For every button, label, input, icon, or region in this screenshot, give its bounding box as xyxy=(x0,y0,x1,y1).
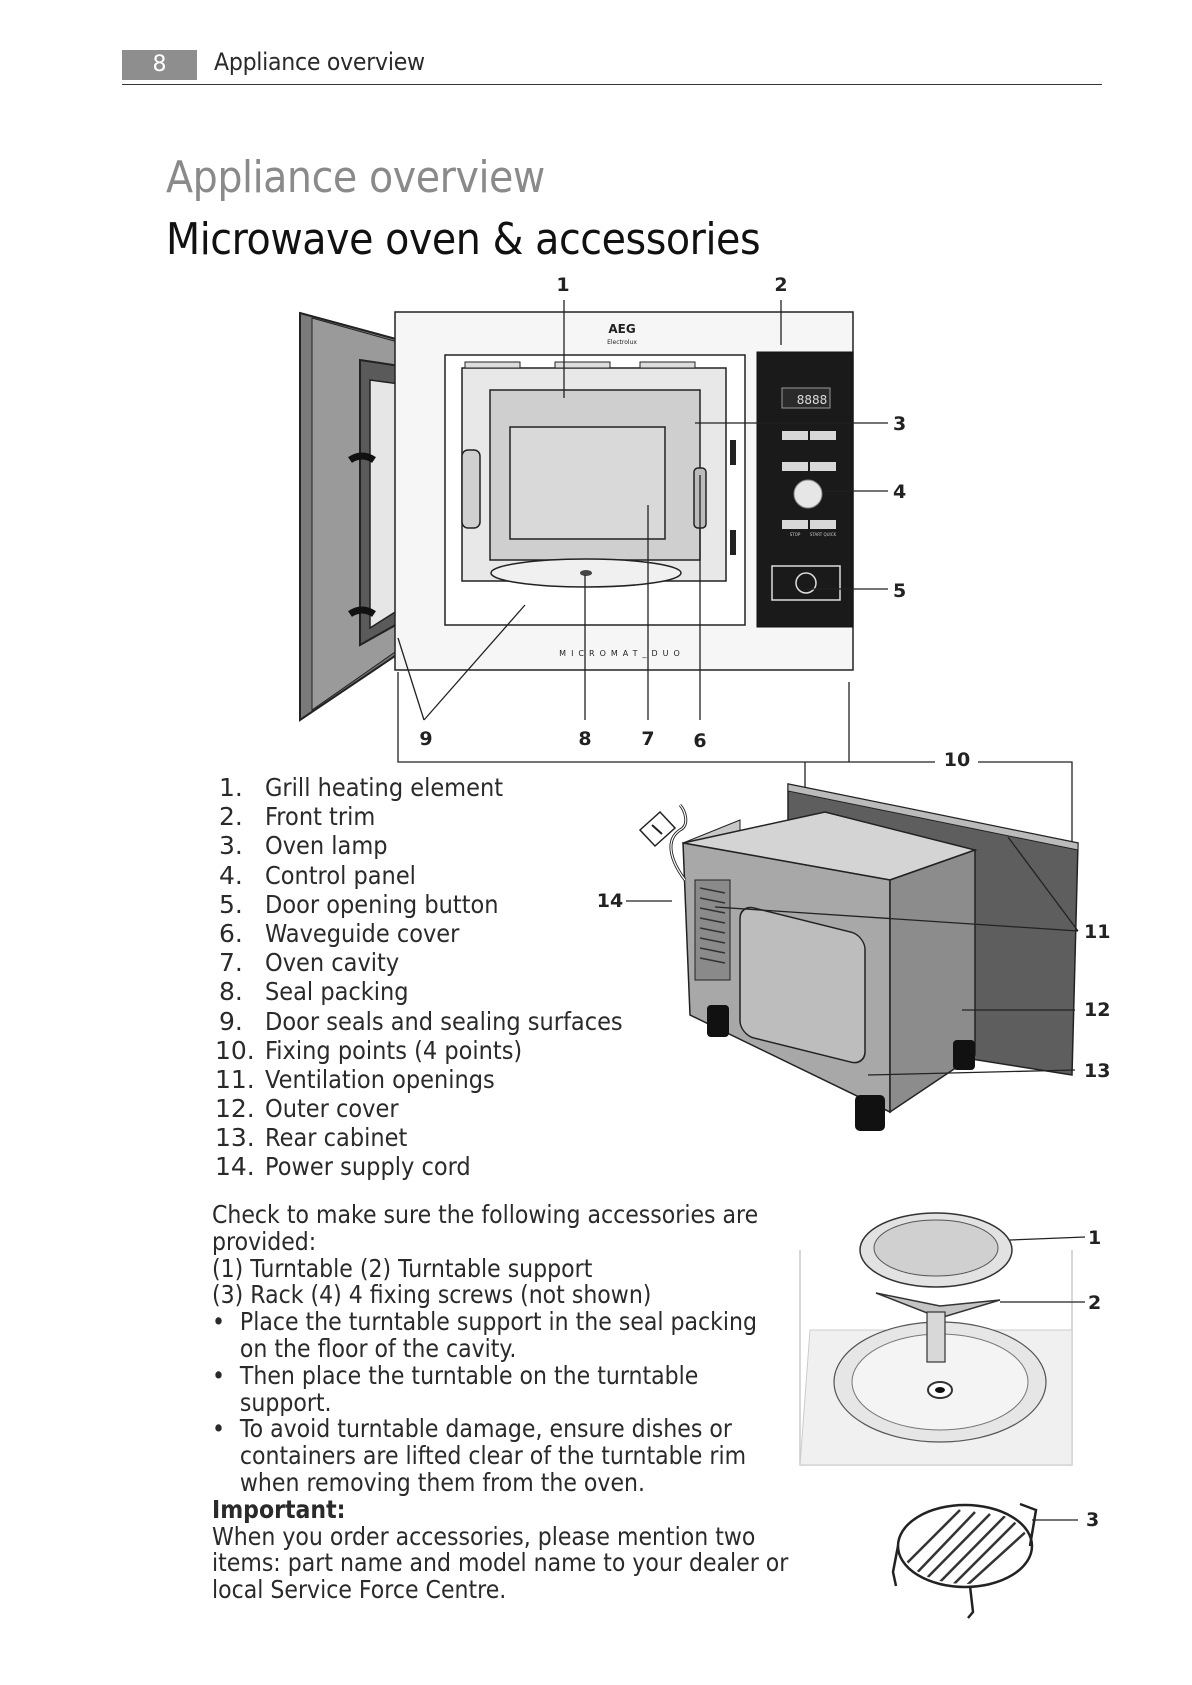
callout-4: 4 xyxy=(893,481,906,503)
bullet-item: Then place the turntable on the turntabl… xyxy=(212,1362,734,1390)
accessories-intro: Check to make sure the following accesso… xyxy=(212,1200,759,1229)
page-title: Microwave oven & accessories xyxy=(166,214,761,265)
list-item: 7.Oven cavity xyxy=(219,948,400,978)
bullet-item-cont: containers are lifted clear of the turnt… xyxy=(239,1441,747,1471)
callout-10: 10 xyxy=(944,749,970,771)
list-item: 2.Front trim xyxy=(219,802,376,832)
accessory-callout-1: 1 xyxy=(1088,1227,1101,1249)
rear-leader-lines xyxy=(626,836,1079,1076)
callout-12: 12 xyxy=(1084,999,1110,1021)
callout-13: 13 xyxy=(1084,1060,1110,1082)
callout-9: 9 xyxy=(419,728,432,750)
callout-2: 2 xyxy=(774,274,787,296)
accessory-callout-2: 2 xyxy=(1088,1292,1101,1314)
callout-5: 5 xyxy=(893,580,906,602)
list-item: 3.Oven lamp xyxy=(219,831,388,861)
bullet-item-cont: when removing them from the oven. xyxy=(239,1467,646,1497)
page-number-box xyxy=(122,50,197,80)
important-text-3: local Service Force Centre. xyxy=(212,1575,507,1605)
list-item: 8.Seal packing xyxy=(219,977,409,1007)
bullet-item: Place the turntable support in the seal … xyxy=(212,1308,757,1336)
list-item: 5.Door opening button xyxy=(219,889,499,919)
callout-7: 7 xyxy=(641,728,654,750)
oven-rear-view xyxy=(638,783,1079,1131)
brand-sub: Electrolux xyxy=(607,339,637,346)
list-item: 1.Grill heating element xyxy=(219,773,504,802)
accessories-items-2: (3) Rack (4) 4 fixing screws (not shown) xyxy=(212,1280,652,1310)
list-item: 6.Waveguide cover xyxy=(219,918,460,948)
callout-14: 14 xyxy=(597,890,623,912)
list-item: 14.Power supply cord xyxy=(215,1152,471,1182)
list-item: 9.Door seals and sealing surfaces xyxy=(219,1006,623,1036)
list-item: 11.Ventilation openings xyxy=(215,1064,495,1094)
section-title: Appliance overview xyxy=(166,152,545,203)
bullet-item-cont: on the floor of the cavity. xyxy=(239,1333,517,1363)
bullet-item: To avoid turntable damage, ensure dishes… xyxy=(212,1416,734,1443)
display-readout: 8888 xyxy=(797,393,828,407)
list-item: 10.Fixing points (4 points) xyxy=(215,1035,523,1065)
accessories-items: (1) Turntable (2) Turntable support xyxy=(212,1253,593,1283)
running-header-title: Appliance overview xyxy=(214,48,425,76)
parts-list: 1.Grill heating element 2.Front trim 3.O… xyxy=(205,773,662,1182)
callout-11: 11 xyxy=(1084,921,1110,943)
accessory-callout-3: 3 xyxy=(1086,1509,1099,1531)
callout-1: 1 xyxy=(556,274,569,296)
callout-8: 8 xyxy=(578,728,591,750)
accessories-intro-2: provided: xyxy=(212,1226,317,1256)
page-number: 8 xyxy=(152,52,167,77)
stop-button-label: STOP xyxy=(790,532,801,537)
callout-6: 6 xyxy=(693,730,706,752)
list-item: 12.Outer cover xyxy=(215,1094,399,1124)
accessories-text: Check to make sure the following accesso… xyxy=(212,1200,792,1605)
callout-3: 3 xyxy=(893,413,906,435)
header-rule xyxy=(122,84,1102,85)
control-panel: 8888 STOP START QUICK xyxy=(756,351,854,628)
important-text-2: items: part name and model name to your … xyxy=(212,1548,789,1578)
list-item: 13.Rear cabinet xyxy=(215,1123,408,1153)
important-label: Important: xyxy=(212,1494,346,1524)
rack-diagram xyxy=(891,1502,1038,1619)
accessory-leader-lines xyxy=(1000,1236,1086,1521)
bullet-item-cont: support. xyxy=(239,1387,332,1417)
model-label: MICROMAT_DUO xyxy=(559,649,685,658)
start-button-label: START QUICK xyxy=(810,532,837,537)
turntable-diagram xyxy=(799,1212,1073,1466)
important-text: When you order accessories, please menti… xyxy=(212,1521,756,1551)
list-item: 4.Control panel xyxy=(219,860,416,890)
brand-logo: AEG xyxy=(608,322,635,336)
